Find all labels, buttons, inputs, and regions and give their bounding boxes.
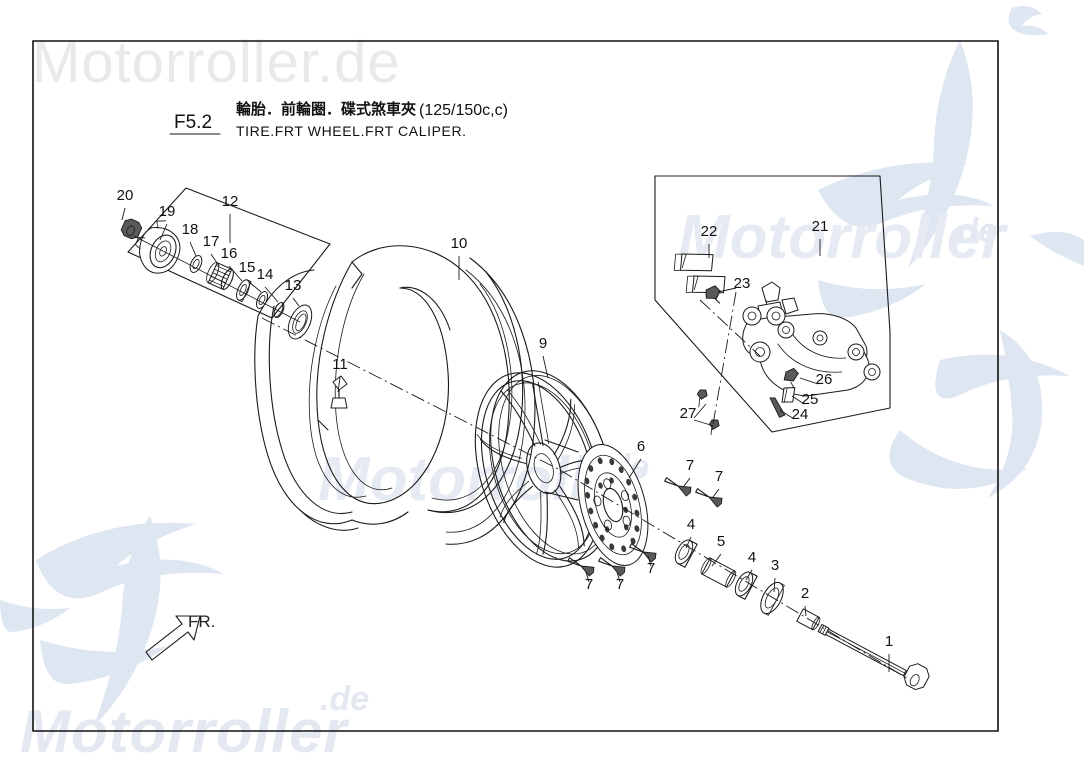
brake-caliper-body-graphic [742, 281, 881, 397]
callout-12: 7 [616, 576, 624, 593]
callout-17: 13 [285, 277, 302, 294]
watermark-middle-suffix: .de [948, 212, 997, 250]
callout-22: 18 [182, 221, 199, 238]
callout-14: 10 [451, 235, 468, 252]
callout-4: 4 [748, 549, 756, 566]
callout-2: 2 [801, 585, 809, 602]
callout-31: 27 [680, 405, 697, 422]
callout-24: 20 [117, 187, 134, 204]
brake-disc-graphic [577, 444, 649, 566]
callout-6: 4 [687, 516, 695, 533]
title-cjk: 輪胎．前輪圈．碟式煞車夾 [236, 100, 416, 118]
callout-21: 17 [203, 233, 220, 250]
scooter-swoosh-graphic-bottom [0, 516, 224, 726]
speedometer-gear-parts [120, 218, 313, 340]
assembly-centerlines [261, 291, 911, 681]
callout-18: 14 [257, 266, 274, 283]
callout-9: 7 [715, 468, 723, 485]
callout-13: 9 [539, 335, 547, 352]
disc-bolt-group [567, 477, 723, 577]
callout-7: 6 [637, 438, 645, 455]
watermark-middle: Motorroller [678, 203, 1008, 272]
callout-10: 7 [647, 560, 655, 577]
scooter-swoosh-graphic-top [818, 6, 1084, 498]
callout-30: 26 [816, 371, 833, 388]
callout-28: 24 [792, 406, 809, 423]
caliper-hardware-graphic [696, 367, 799, 436]
callout-27: 23 [734, 275, 751, 292]
callout-16: 12 [222, 193, 239, 210]
leader-lines [121, 207, 890, 672]
callout-29: 25 [802, 391, 819, 408]
callout-19: 15 [239, 259, 256, 276]
watermark-bottom-suffix: .de [320, 680, 369, 718]
valve-stem-graphic [330, 375, 348, 409]
speedometer-gear-assembly-box [127, 187, 331, 319]
page-border [32, 40, 999, 732]
callout-26: 22 [701, 223, 718, 240]
caliper-assembly-box [654, 175, 891, 433]
title-spec: (125/150c,c) [419, 102, 508, 119]
front-tire-graphic [254, 245, 536, 545]
front-direction-label: FR. [188, 612, 215, 631]
callout-number-group: 1 2 3 4 5 4 6 7 7 7 7 7 9 10 11 12 13 14… [117, 187, 894, 650]
callout-8: 7 [686, 457, 694, 474]
callout-5: 5 [717, 533, 725, 550]
callout-25: 21 [812, 218, 829, 235]
callout-1: 1 [885, 633, 893, 650]
callout-3: 3 [771, 557, 779, 574]
callout-20: 16 [221, 245, 238, 262]
callout-11: 7 [585, 576, 593, 593]
callout-15: 11 [332, 356, 348, 373]
section-code: F5.2 [174, 112, 212, 133]
title-latin: TIRE.FRT WHEEL.FRT CALIPER. [236, 123, 467, 139]
front-direction-arrow [145, 615, 201, 661]
bleed-nipple-graphic [705, 285, 721, 304]
callout-23: 19 [159, 203, 176, 220]
